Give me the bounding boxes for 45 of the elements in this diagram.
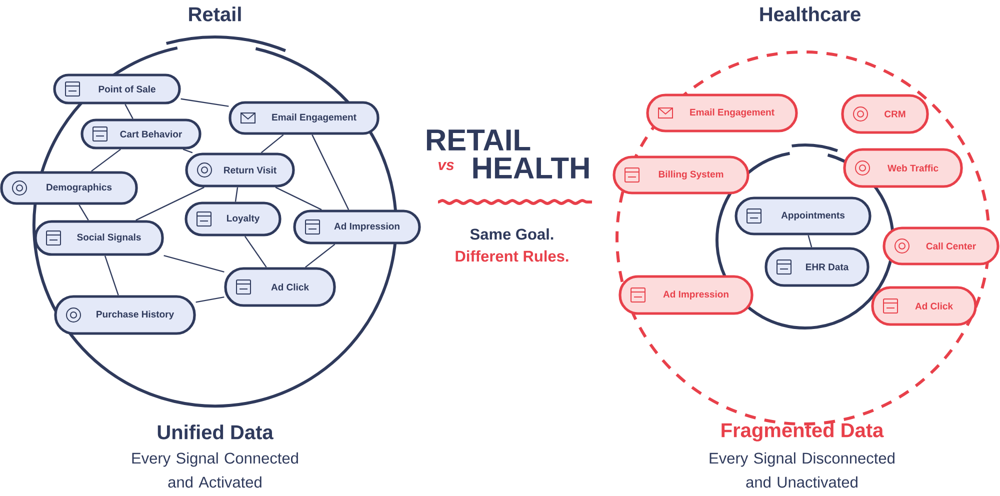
pill-box: Loyalty	[184, 202, 282, 236]
pill-box: Ad Impression	[618, 275, 754, 315]
pill-box: Social Signals	[34, 220, 164, 256]
connector-line	[182, 148, 193, 154]
connector-line	[234, 187, 238, 202]
connector-line	[275, 186, 322, 210]
connector-line	[91, 148, 121, 172]
tagline: Different Rules.	[456, 250, 568, 262]
connector-line	[808, 235, 812, 248]
connector-line	[104, 256, 119, 296]
pill-box: Email Engagement	[646, 94, 798, 132]
heading: Healthcare	[760, 6, 860, 22]
connector-line	[164, 254, 224, 272]
pill-box: Ad Impression	[293, 210, 421, 244]
pill-box: Email Engagement	[228, 101, 380, 135]
headline-word: RETAIL	[426, 130, 530, 150]
headline-word: vs	[438, 162, 454, 170]
pill-box: Billing System	[612, 156, 750, 194]
pill-box: CRM	[841, 94, 929, 134]
connector-line	[260, 134, 284, 154]
subtitle: Unified Data	[158, 424, 274, 440]
pill-box: Ad Click	[871, 286, 977, 326]
connector-line	[312, 134, 350, 210]
tagline: Same Goal.	[470, 228, 554, 240]
pill-box: Ad Click	[224, 267, 336, 307]
connector-line	[78, 204, 89, 221]
subtitle: Fragmented Data	[722, 422, 884, 442]
connector-line	[244, 236, 267, 268]
heading: Retail	[189, 6, 241, 22]
connector-line	[305, 244, 336, 268]
pill-box: EHR Data	[764, 247, 870, 287]
headline-word: HEALTH	[473, 158, 589, 178]
pill-box: Web Traffic	[843, 148, 963, 188]
description: Every Signal Disconnected and Unactivated	[710, 452, 894, 488]
pill-box: Call Center	[882, 226, 1000, 266]
connector-line	[180, 98, 229, 107]
pill-box: Point of Sale	[53, 74, 181, 104]
connector-line	[124, 104, 134, 119]
pill-box: Return Visit	[185, 152, 295, 188]
pill-box: Demographics	[0, 171, 138, 205]
pill-box: Cart Behavior	[80, 118, 202, 150]
pill-box: Appointments	[734, 196, 872, 236]
pill-box: Purchase History	[54, 295, 196, 335]
connector-line	[196, 296, 224, 303]
description: Every Signal Connected and Activated	[132, 452, 298, 488]
